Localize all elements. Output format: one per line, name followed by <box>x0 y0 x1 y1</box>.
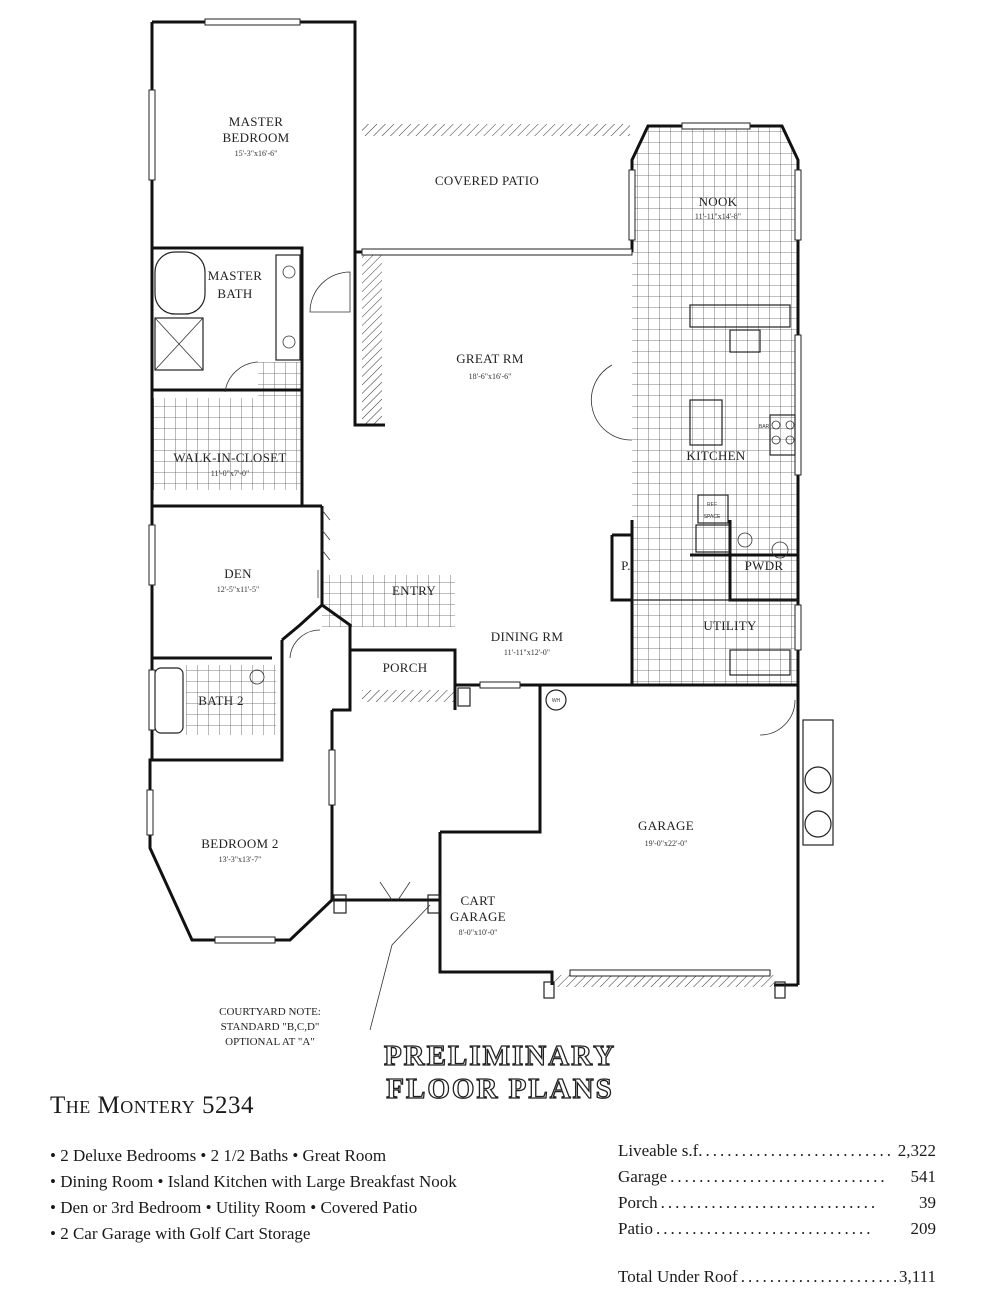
preliminary-stamp-line1: PRELIMINARY <box>384 1040 616 1072</box>
area-row-garage: Garage .............................. 54… <box>618 1164 936 1190</box>
covered-patio-label: COVERED PATIO <box>435 173 539 188</box>
dining-rm-label: DINING RM <box>491 629 564 644</box>
bedroom-2-label: BEDROOM 2 <box>201 836 278 851</box>
total-label: Total Under Roof <box>618 1267 738 1286</box>
area-row-porch: Porch .............................. 39 <box>618 1190 936 1216</box>
feature-item: Dining Room • Island Kitchen with Large … <box>50 1169 457 1195</box>
master-bath-label: MASTER <box>208 268 263 283</box>
preliminary-stamp: FLOOR PLANS <box>386 1072 613 1105</box>
courtyard-note-line3: OPTIONAL AT "A" <box>225 1036 315 1048</box>
area-value: 2,322 <box>897 1141 936 1160</box>
area-value: 541 <box>910 1167 937 1186</box>
area-label: Porch <box>618 1193 658 1212</box>
walk-in-closet-dims: 11'-0"x7'-0" <box>211 469 249 478</box>
porch-label: PORCH <box>383 660 428 675</box>
great-rm-label: GREAT RM <box>456 351 524 366</box>
total-value: 3,111 <box>899 1267 936 1286</box>
feature-list: 2 Deluxe Bedrooms • 2 1/2 Baths • Great … <box>50 1143 457 1247</box>
area-value: 39 <box>919 1193 936 1212</box>
preliminary-stamp-line2: FLOOR PLANS <box>386 1073 613 1105</box>
bedroom-2-dims: 13'-3"x13'-7" <box>219 855 262 864</box>
kitchen-label: KITCHEN <box>686 448 745 463</box>
cart-garage-dims: 8'-0"x10'-0" <box>459 928 498 937</box>
area-row-liveable: Liveable s.f. ..........................… <box>618 1138 936 1164</box>
feature-item: 2 Deluxe Bedrooms • 2 1/2 Baths • Great … <box>50 1143 457 1169</box>
ref-space-label: REF <box>707 502 717 508</box>
area-label: Garage <box>618 1167 668 1186</box>
den-dims: 12'-5"x11'-5" <box>217 585 259 594</box>
garage-label: GARAGE <box>638 818 694 833</box>
plan-title: The Montery 5234 <box>50 1092 254 1119</box>
area-table: Liveable s.f. ..........................… <box>618 1138 936 1290</box>
bar-label: BAR <box>759 424 770 430</box>
hatched-areas <box>362 124 774 987</box>
leader-dots: .............................. <box>705 1141 895 1160</box>
master-bath-label-line2: BATH <box>217 286 252 301</box>
area-label: Patio <box>618 1219 653 1238</box>
floor-plan: MASTER BEDROOM 15'-3"x16'-6" COVERED PAT… <box>146 18 834 1073</box>
courtyard-note-line1: COURTYARD NOTE: <box>219 1006 321 1018</box>
cart-garage-label: CART <box>460 893 495 908</box>
master-bedroom-dims: 15'-3"x16'-6" <box>235 149 278 158</box>
leader-dots: .............................. <box>660 1193 879 1212</box>
leader-dots: .............................. <box>670 1167 888 1186</box>
ref-space-label-line2: SPACE <box>704 514 721 520</box>
pantry-label: P. <box>621 558 631 573</box>
room-labels: MASTER BEDROOM 15'-3"x16'-6" COVERED PAT… <box>173 114 784 1073</box>
windows <box>146 18 802 977</box>
cart-garage-label-line2: GARAGE <box>450 909 506 924</box>
den-label: DEN <box>224 566 252 581</box>
utility-label: UTILITY <box>703 618 757 633</box>
water-heater-label: WH <box>552 698 561 704</box>
area-row-total: Total Under Roof .......................… <box>618 1264 936 1290</box>
area-row-patio: Patio .............................. 209 <box>618 1216 936 1242</box>
leader-dots: .............................. <box>655 1219 874 1238</box>
nook-dims: 11'-11"x14'-8" <box>695 212 741 221</box>
area-value: 209 <box>910 1219 937 1238</box>
bath-2-label: BATH 2 <box>198 693 244 708</box>
courtyard-note-line2: STANDARD "B,C,D" <box>221 1021 320 1033</box>
great-rm-dims: 18'-6"x16'-6" <box>469 372 512 381</box>
feature-item: 2 Car Garage with Golf Cart Storage <box>50 1221 457 1247</box>
garage-dims: 19'-0"x22'-0" <box>645 839 688 848</box>
master-bedroom-label-line2: BEDROOM <box>222 130 289 145</box>
feature-item: Den or 3rd Bedroom • Utility Room • Cove… <box>50 1195 457 1221</box>
master-bedroom-label: MASTER <box>229 114 284 129</box>
fixtures <box>154 251 834 1031</box>
area-label: Liveable s.f. <box>618 1141 703 1160</box>
dining-rm-dims: 11'-11"x12'-0" <box>504 648 550 657</box>
walk-in-closet-label: WALK-IN-CLOSET <box>173 450 286 465</box>
nook-label: NOOK <box>699 194 738 209</box>
pwdr-label: PWDR <box>745 558 784 573</box>
entry-label: ENTRY <box>392 583 436 598</box>
leader-dots: .............................. <box>740 1267 896 1286</box>
tiled-floors <box>152 126 798 735</box>
